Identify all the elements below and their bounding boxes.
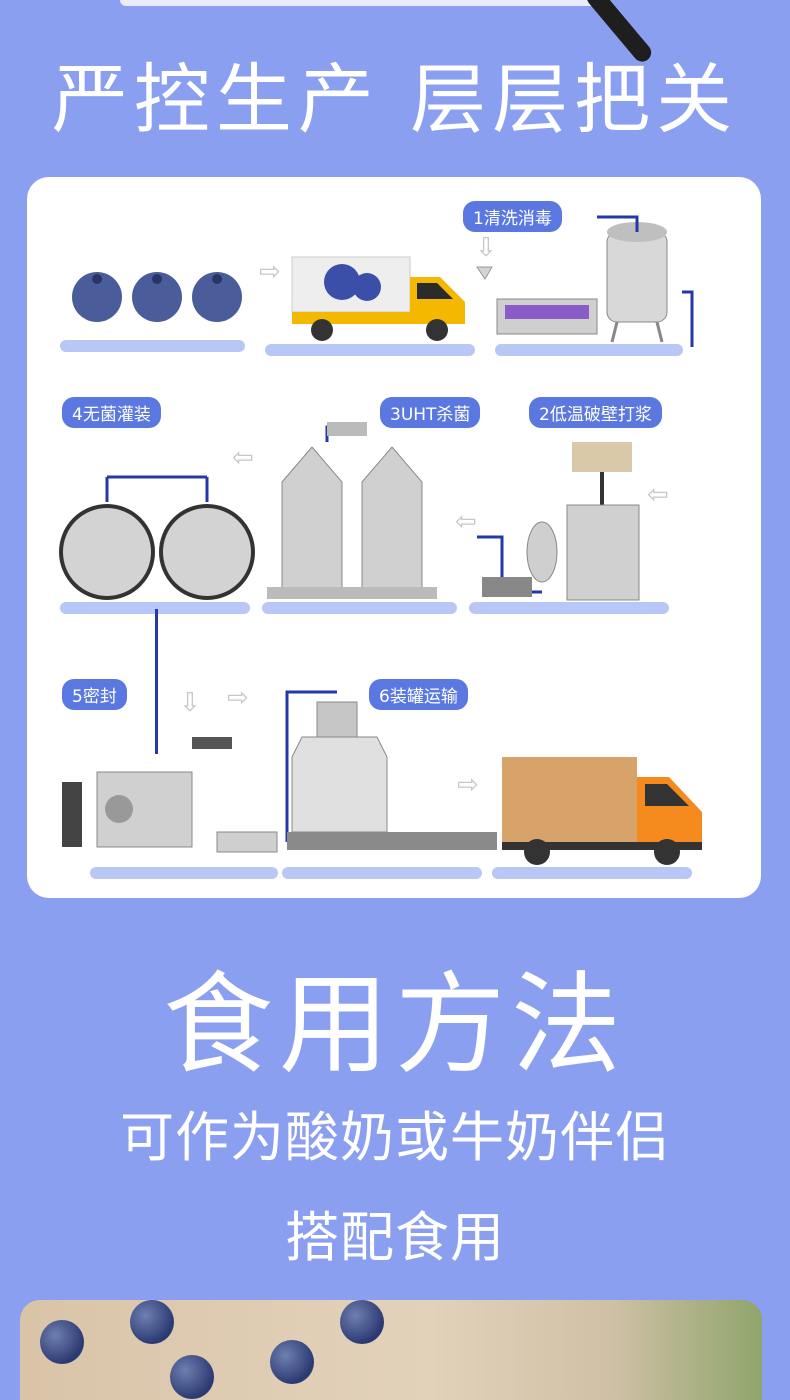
uht-sterilizer-illustration xyxy=(267,422,437,599)
step-label-3: 3UHT杀菌 xyxy=(380,397,481,428)
pulping-machine-illustration xyxy=(477,442,640,601)
arrow-right-icon: ⇨ xyxy=(457,770,479,800)
delivery-truck-illustration xyxy=(291,256,465,341)
sealing-machine-illustration xyxy=(62,737,278,853)
washing-machine-illustration xyxy=(476,215,694,347)
step-label-6: 6装罐运输 xyxy=(369,679,468,710)
arrow-left-icon: ⇦ xyxy=(647,480,669,510)
step-label-2: 2低温破壁打浆 xyxy=(529,397,662,428)
usage-line-1: 可作为酸奶或牛奶伴侣 xyxy=(120,1106,670,1169)
arrow-left-icon: ⇦ xyxy=(455,507,477,537)
arrow-left-icon: ⇦ xyxy=(232,443,254,473)
blueberry-food-photo xyxy=(20,1300,762,1400)
step-label-4: 4无菌灌装 xyxy=(62,397,161,428)
arrow-down-icon: ⇩ xyxy=(475,233,497,263)
step-label-5: 5密封 xyxy=(62,679,127,710)
usage-line-2: 搭配食用 xyxy=(285,1206,505,1269)
production-process-panel: ⇨ 1清洗消毒 ⇩ 4无菌灌装 3UHT杀菌 2低温破壁打浆 ⇦ ⇦ ⇦ xyxy=(27,177,761,898)
shipping-truck-illustration xyxy=(502,757,702,865)
headline-top: 严控生产 层层把关 xyxy=(51,55,739,144)
top-decoration-strip xyxy=(120,0,600,6)
arrow-right-icon: ⇨ xyxy=(259,257,281,287)
filling-tanks-illustration xyxy=(59,475,255,600)
step-label-1: 1清洗消毒 xyxy=(463,201,562,232)
blueberries-illustration xyxy=(72,272,242,322)
arrow-right-icon: ⇨ xyxy=(227,683,249,713)
headline-usage: 食用方法 xyxy=(163,961,627,1089)
arrow-down-icon: ⇩ xyxy=(179,688,201,718)
canning-machine-illustration xyxy=(285,690,497,850)
